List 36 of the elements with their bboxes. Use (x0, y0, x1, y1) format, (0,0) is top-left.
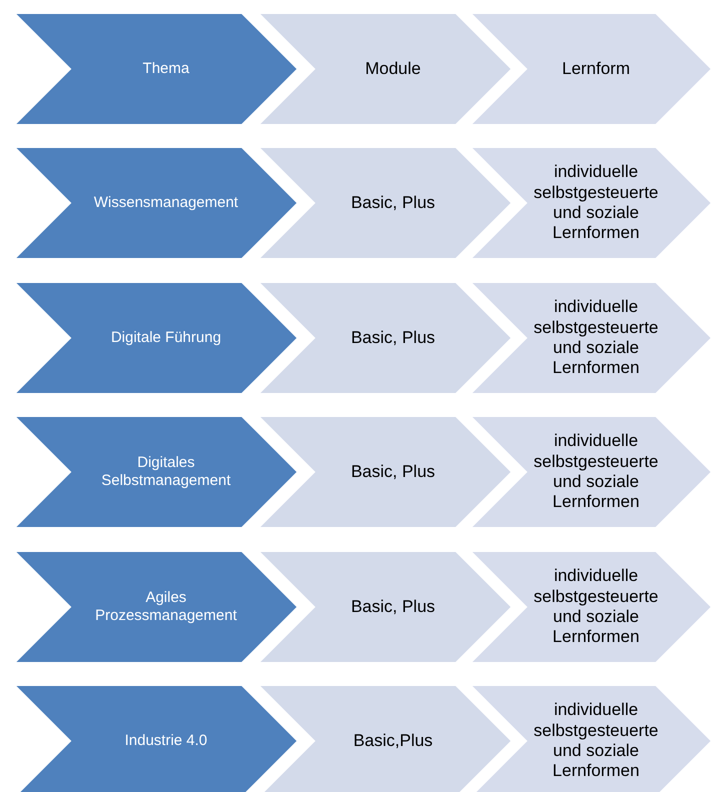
process-step (14, 282, 298, 394)
chevron-label: Basic, Plus (350, 328, 436, 348)
chevron-label: Basic, Plus (350, 192, 436, 214)
process-step (14, 13, 298, 125)
process-step (258, 551, 512, 663)
process-step (470, 13, 712, 125)
process-step (470, 416, 712, 528)
process-step (14, 416, 298, 528)
process-step (14, 685, 298, 792)
chevron-label: individuelle selbstgesteuerte und soziale Lernformen (532, 297, 660, 379)
process-step (258, 282, 512, 394)
process-step (470, 282, 712, 394)
process-step (14, 147, 298, 259)
chevron-label: Digitales Selbstmanagement (100, 454, 232, 490)
chevron-label: Wissensmanagement (94, 194, 238, 212)
chevron-label: individuelle selbstgesteuerte und soziale Lernformen (532, 700, 660, 782)
chevron-label: individuelle selbstgesteuerte und soziale Lernformen (532, 431, 660, 513)
chevron-label: Thema (142, 60, 190, 78)
chevron-label: individuelle selbstgesteuerte und soziale Lernformen (532, 566, 660, 648)
process-step (14, 551, 298, 663)
chevron-label: Industrie 4.0 (124, 732, 208, 750)
chevron-label: Basic, Plus (350, 596, 436, 618)
process-step (470, 551, 712, 663)
chevron-label: Basic, Plus (350, 462, 436, 482)
chevron-label: Module (365, 58, 421, 80)
process-step (258, 147, 512, 259)
process-step (470, 147, 712, 259)
chevron-label: Agiles Prozessmanagement (94, 589, 238, 625)
process-step (258, 685, 512, 792)
process-step (470, 685, 712, 792)
chevron-label: individuelle selbstgesteuerte und soziale Lernformen (532, 162, 660, 244)
process-step (258, 416, 512, 528)
chevron-label: Lernform (562, 58, 630, 80)
process-step (258, 13, 512, 125)
chevron-label: Basic,Plus (353, 730, 433, 752)
chevron-label: Digitale Führung (110, 329, 222, 347)
